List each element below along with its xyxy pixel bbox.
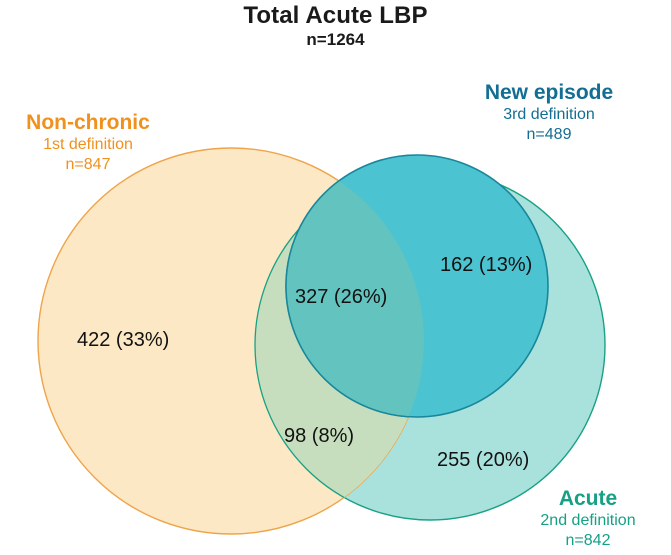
- label-non-chronic-name: Non-chronic: [26, 111, 150, 134]
- count-non-chronic-and-acute: 98 (8%): [284, 425, 355, 447]
- label-new-episode-n: n=489: [526, 126, 572, 143]
- label-new-episode-name: New episode: [484, 81, 614, 104]
- label-non-chronic-n: n=847: [65, 156, 111, 173]
- label-acute-definition: 2nd definition: [540, 512, 636, 529]
- legend-label-new-episode: New episode 3rd definition n=489: [449, 80, 649, 145]
- count-non-chronic-only: 422 (33%): [77, 329, 170, 351]
- count-non-chronic-and-new-episode: 327 (26%): [295, 286, 388, 308]
- page-title: Total Acute LBP: [243, 2, 428, 29]
- legend-label-acute: Acute 2nd definition n=842: [513, 486, 663, 551]
- label-non-chronic-definition: 1st definition: [43, 136, 133, 153]
- page-subtitle: n=1264: [306, 30, 365, 49]
- count-acute-only: 255 (20%): [437, 449, 530, 471]
- count-new-episode-only: 162 (13%): [440, 254, 533, 276]
- legend-label-non-chronic: Non-chronic 1st definition n=847: [8, 110, 168, 175]
- label-acute-n: n=842: [565, 532, 611, 549]
- label-acute-name: Acute: [558, 487, 618, 510]
- label-new-episode-definition: 3rd definition: [503, 106, 595, 123]
